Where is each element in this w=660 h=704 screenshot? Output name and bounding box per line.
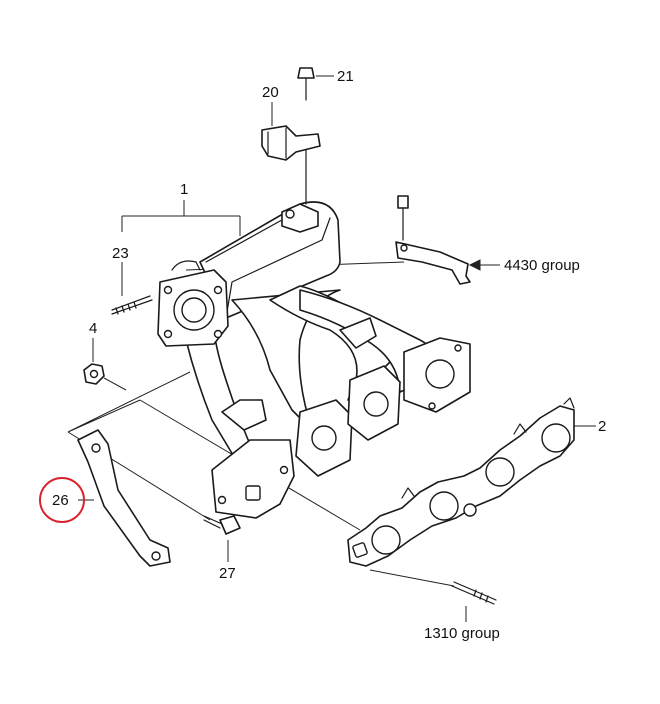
label-1310-group: 1310 group (424, 625, 500, 642)
manifold-gasket (347, 397, 575, 567)
callout-labels: 1 2 4 20 21 23 27 4430 group 1310 group … (39, 68, 606, 642)
sensor-bolt (297, 67, 315, 205)
label-4: 4 (89, 320, 97, 337)
label-4430-group: 4430 group (504, 257, 580, 274)
support-bracket (395, 195, 471, 285)
stud (111, 295, 153, 315)
label-23: 23 (112, 245, 129, 262)
nut (83, 363, 105, 385)
label-21: 21 (337, 68, 354, 85)
map-sensor (261, 125, 321, 161)
highlight-circle (39, 477, 85, 523)
label-26: 26 (52, 492, 69, 509)
intake-manifold (157, 201, 471, 519)
label-2: 2 (598, 418, 606, 435)
label-1: 1 (180, 181, 188, 198)
bolt (203, 515, 241, 535)
label-27: 27 (219, 565, 236, 582)
exhaust-stud (451, 581, 497, 605)
label-20: 20 (262, 84, 279, 101)
support-stay (77, 429, 171, 567)
